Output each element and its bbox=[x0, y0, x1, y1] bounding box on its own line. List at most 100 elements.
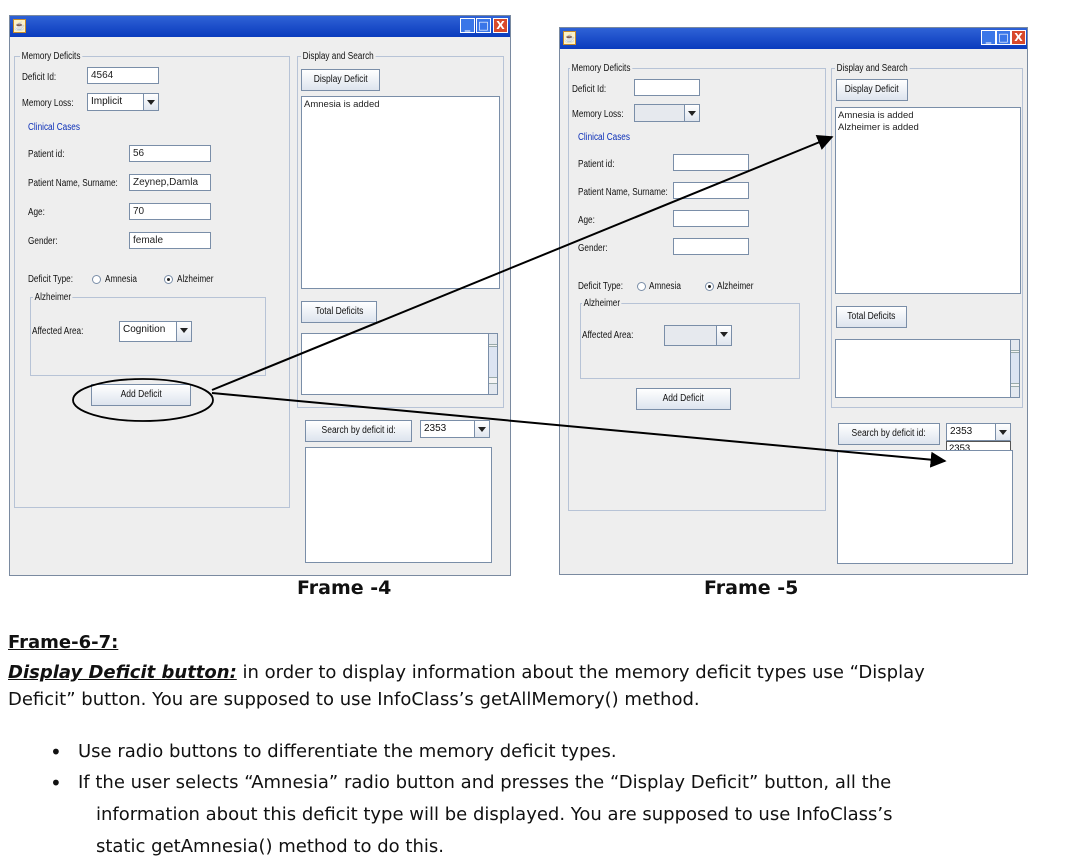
total-scrollbar[interactable] bbox=[488, 333, 498, 395]
chevron-down-icon[interactable] bbox=[474, 421, 489, 437]
affected-area-combo[interactable] bbox=[664, 325, 732, 346]
gender-label: Gender: bbox=[578, 243, 608, 254]
scroll-thumb[interactable] bbox=[489, 346, 497, 378]
scroll-up-icon[interactable] bbox=[489, 334, 497, 345]
gender-field[interactable]: female bbox=[129, 232, 211, 249]
age-field[interactable] bbox=[673, 210, 749, 227]
gender-field[interactable] bbox=[673, 238, 749, 255]
total-textarea[interactable] bbox=[835, 339, 1011, 398]
amnesia-radio-label: Amnesia bbox=[105, 274, 137, 285]
patient-id-label: Patient id: bbox=[578, 159, 615, 170]
section-heading: Frame-6-7: bbox=[8, 632, 119, 653]
alzheimer-radio[interactable] bbox=[705, 282, 714, 291]
age-field[interactable]: 70 bbox=[129, 203, 211, 220]
deficit-id-label: Deficit Id: bbox=[22, 72, 57, 83]
close-icon[interactable]: X bbox=[493, 18, 508, 33]
total-deficits-button[interactable]: Total Deficits bbox=[836, 306, 907, 328]
alzheimer-group-legend: Alzheimer bbox=[33, 292, 73, 303]
search-result-area[interactable] bbox=[305, 447, 492, 563]
maximize-icon[interactable]: □ bbox=[476, 18, 491, 33]
search-by-id-button[interactable]: Search by deficit id: bbox=[838, 423, 940, 445]
minimize-icon[interactable]: _ bbox=[981, 30, 996, 45]
paragraph-lead: Display Deficit button: bbox=[8, 662, 237, 683]
search-combo[interactable]: 2353 bbox=[420, 420, 490, 438]
patient-id-field[interactable]: 56 bbox=[129, 145, 211, 162]
patient-name-field[interactable]: Zeynep,Damla bbox=[129, 174, 211, 191]
clinical-cases-label: Clinical Cases bbox=[578, 132, 630, 143]
memory-loss-label: Memory Loss: bbox=[572, 109, 624, 120]
display-search-legend: Display and Search bbox=[301, 51, 376, 62]
affected-area-label: Affected Area: bbox=[582, 330, 634, 341]
scroll-thumb[interactable] bbox=[1011, 352, 1019, 384]
java-icon: ☕ bbox=[563, 31, 576, 45]
total-textarea[interactable] bbox=[301, 333, 489, 395]
alzheimer-group-legend: Alzheimer bbox=[582, 298, 622, 309]
amnesia-radio[interactable] bbox=[92, 275, 101, 284]
chevron-down-icon[interactable] bbox=[716, 326, 731, 345]
search-by-id-label: Search by deficit id: bbox=[321, 425, 396, 436]
add-deficit-highlight-ellipse bbox=[72, 378, 214, 422]
add-deficit-label: Add Deficit bbox=[662, 393, 705, 404]
paragraph-text-2: Deficit” button. You are supposed to use… bbox=[8, 689, 700, 710]
frame5-caption: Frame -5 bbox=[704, 577, 799, 599]
memory-loss-combo[interactable]: Implicit bbox=[87, 93, 159, 111]
search-combo-value: 2353 bbox=[950, 426, 973, 437]
scroll-up-icon[interactable] bbox=[1011, 340, 1019, 351]
total-deficits-label: Total Deficits bbox=[847, 311, 896, 322]
dropdown-option[interactable]: 2353 bbox=[949, 443, 971, 454]
display-deficit-label: Display Deficit bbox=[845, 84, 899, 95]
scroll-down-icon[interactable] bbox=[1011, 386, 1019, 397]
search-combo[interactable]: 2353 bbox=[946, 423, 1011, 441]
chevron-down-icon[interactable] bbox=[684, 105, 699, 121]
display-search-group bbox=[297, 56, 504, 408]
gender-label: Gender: bbox=[28, 236, 58, 247]
memory-loss-label: Memory Loss: bbox=[22, 98, 74, 109]
display-textarea[interactable]: Amnesia is added bbox=[301, 96, 500, 289]
bullet-text-2c: static getAmnesia() method to do this. bbox=[96, 836, 444, 857]
chevron-down-icon[interactable] bbox=[143, 94, 158, 110]
total-deficits-button[interactable]: Total Deficits bbox=[301, 301, 377, 323]
add-deficit-button[interactable]: Add Deficit bbox=[636, 388, 731, 410]
frame4-titlebar: ☕ _ □ X bbox=[10, 16, 510, 37]
affected-area-combo[interactable]: Cognition bbox=[119, 321, 192, 342]
deficit-id-label: Deficit Id: bbox=[572, 84, 607, 95]
search-by-id-label: Search by deficit id: bbox=[851, 428, 927, 439]
frame5-window: ☕ _ □ X Memory Deficits Deficit Id: Memo… bbox=[559, 27, 1028, 575]
amnesia-radio[interactable] bbox=[637, 282, 646, 291]
total-deficits-label: Total Deficits bbox=[314, 306, 364, 317]
alzheimer-group bbox=[30, 297, 266, 376]
affected-area-value: Cognition bbox=[123, 324, 166, 335]
frame5-titlebar: ☕ _ □ X bbox=[560, 28, 1027, 49]
memory-loss-combo[interactable] bbox=[634, 104, 700, 122]
memory-deficits-group bbox=[14, 56, 290, 508]
frame4-caption: Frame -4 bbox=[297, 577, 392, 599]
minimize-icon[interactable]: _ bbox=[460, 18, 475, 33]
patient-name-label: Patient Name, Surname: bbox=[28, 178, 118, 189]
memory-loss-value: Implicit bbox=[91, 96, 123, 107]
display-deficit-button[interactable]: Display Deficit bbox=[836, 79, 908, 101]
paragraph-text-1: in order to display information about th… bbox=[236, 662, 925, 683]
display-textarea[interactable]: Amnesia is added Alzheimer is added bbox=[835, 107, 1021, 294]
alzheimer-radio-label: Alzheimer bbox=[717, 281, 754, 292]
search-result-area[interactable] bbox=[837, 450, 1013, 564]
deficit-id-field[interactable] bbox=[634, 79, 700, 96]
bullet-text-2a: If the user selects “Amnesia” radio butt… bbox=[78, 772, 892, 793]
frame4-window: ☕ _ □ X Memory Deficits Deficit Id: 4564… bbox=[9, 15, 511, 576]
maximize-icon[interactable]: □ bbox=[996, 30, 1011, 45]
scroll-down-icon[interactable] bbox=[489, 383, 497, 394]
alzheimer-radio[interactable] bbox=[164, 275, 173, 284]
deficit-id-field[interactable]: 4564 bbox=[87, 67, 159, 84]
display-deficit-button[interactable]: Display Deficit bbox=[301, 69, 380, 91]
close-icon[interactable]: X bbox=[1011, 30, 1026, 45]
age-label: Age: bbox=[578, 215, 595, 226]
total-scrollbar[interactable] bbox=[1010, 339, 1020, 398]
chevron-down-icon[interactable] bbox=[995, 424, 1010, 440]
patient-id-field[interactable] bbox=[673, 154, 749, 171]
search-by-id-button[interactable]: Search by deficit id: bbox=[305, 420, 412, 442]
add-deficit-label: Add Deficit bbox=[120, 389, 162, 400]
add-deficit-button[interactable]: Add Deficit bbox=[91, 384, 191, 406]
deficit-type-label: Deficit Type: bbox=[28, 274, 73, 285]
chevron-down-icon[interactable] bbox=[176, 322, 191, 341]
alzheimer-radio-label: Alzheimer bbox=[177, 274, 214, 285]
